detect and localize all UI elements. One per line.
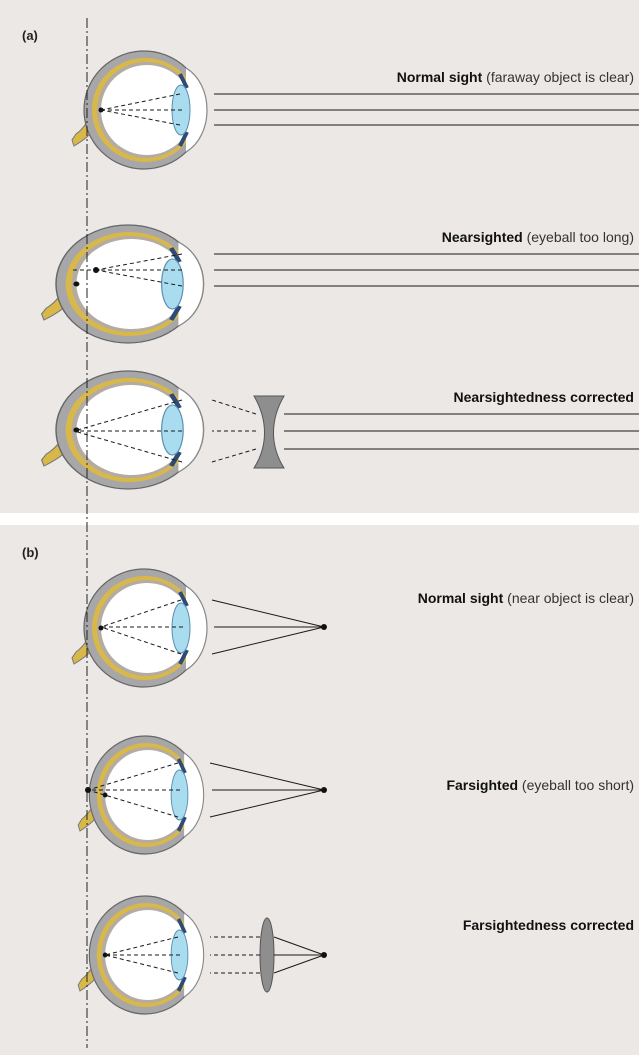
- focus-point-nearsighted: [93, 267, 99, 273]
- near-object-point-corrected: [321, 952, 327, 958]
- panel-a-label: (a): [22, 28, 38, 43]
- caption-farsighted: Farsighted (eyeball too short): [446, 777, 634, 793]
- caption-normal-near: Normal sight (near object is clear): [418, 590, 634, 606]
- focus-point-farsighted: [85, 787, 91, 793]
- caption-nearsighted-title: Nearsighted: [442, 229, 523, 245]
- caption-farsighted-detail: (eyeball too short): [518, 777, 634, 793]
- caption-normal-far-detail: (faraway object is clear): [482, 69, 634, 85]
- panel-b-label: (b): [22, 545, 39, 560]
- near-object-point-normal: [321, 624, 327, 630]
- caption-normal-far: Normal sight (faraway object is clear): [397, 69, 634, 85]
- caption-nearsighted-corrected: Nearsightedness corrected: [453, 389, 634, 405]
- near-object-point-farsighted: [321, 787, 327, 793]
- caption-nearsighted-detail: (eyeball too long): [523, 229, 634, 245]
- caption-normal-far-title: Normal sight: [397, 69, 483, 85]
- caption-farsighted-corrected: Farsightedness corrected: [463, 917, 634, 933]
- caption-normal-near-title: Normal sight: [418, 590, 504, 606]
- caption-farsighted-title: Farsighted: [446, 777, 518, 793]
- caption-farsighted-corrected-title: Farsightedness corrected: [463, 917, 634, 933]
- caption-nearsighted: Nearsighted (eyeball too long): [442, 229, 634, 245]
- caption-nearsighted-corrected-title: Nearsightedness corrected: [453, 389, 634, 405]
- caption-normal-near-detail: (near object is clear): [503, 590, 634, 606]
- convex-corrective-lens: [260, 918, 274, 992]
